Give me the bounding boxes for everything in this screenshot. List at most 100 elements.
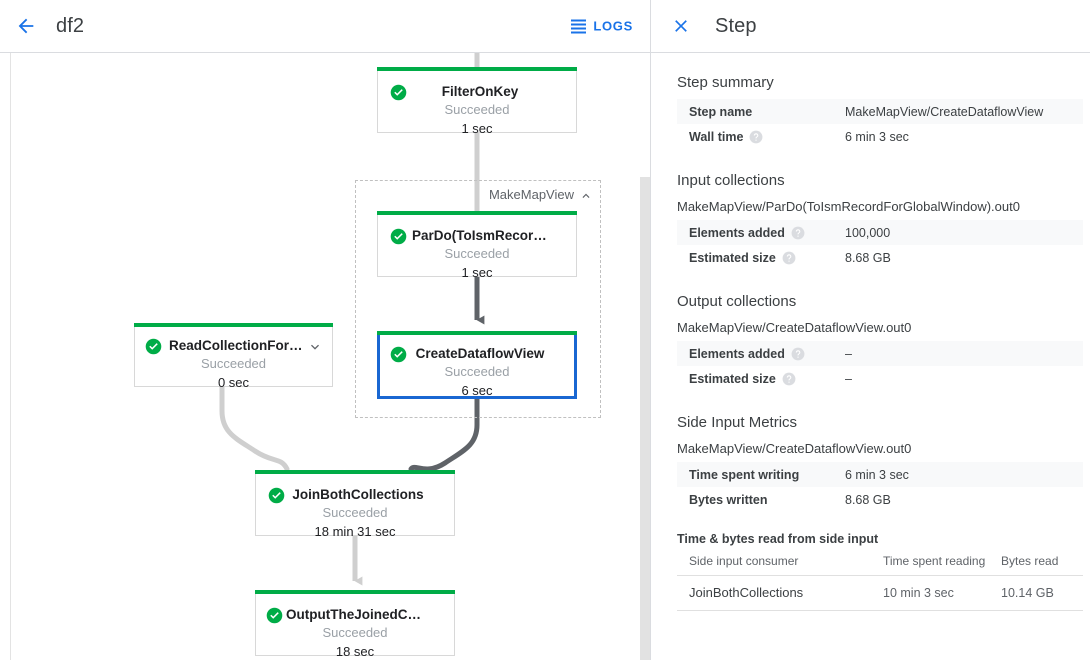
step-details-pane: Step Step summary Step name MakeMapView/… <box>651 0 1090 660</box>
logs-button[interactable]: LOGS <box>567 13 637 40</box>
row-value: 6 min 3 sec <box>845 467 909 482</box>
help-circle-icon[interactable] <box>782 372 796 386</box>
row-key: Bytes written <box>689 492 768 507</box>
row-value: 6 min 3 sec <box>845 129 909 144</box>
row-key: Step name <box>689 104 753 119</box>
step-panel-body: Step summary Step name MakeMapView/Creat… <box>651 53 1090 660</box>
table-row: Wall time 6 min 3 sec <box>677 124 1083 149</box>
side-input-metrics-table: Time spent writing 6 min 3 sec Bytes wri… <box>677 462 1083 512</box>
node-time: 18 sec <box>335 644 375 659</box>
node-status: Succeeded <box>322 625 388 640</box>
column-header-side-input-consumer: Side input consumer <box>677 548 883 576</box>
logs-button-label: LOGS <box>593 18 633 34</box>
node-status: Succeeded <box>322 505 388 520</box>
step-summary-heading: Step summary <box>677 74 774 91</box>
node-title: JoinBothCollections <box>292 487 424 502</box>
table-row: Step name MakeMapView/CreateDataflowView <box>677 99 1083 124</box>
check-circle-icon <box>266 607 283 624</box>
logs-hamburger-icon <box>571 19 587 33</box>
graph-node-filter-on-key[interactable]: FilterOnKey Succeeded 1 sec <box>377 67 577 136</box>
table-row: Elements added – <box>677 341 1083 366</box>
back-button[interactable] <box>6 6 46 46</box>
node-title: ParDo(ToIsmRecordFor… <box>412 228 576 243</box>
output-collections-heading: Output collections <box>677 293 797 310</box>
row-value: 100,000 <box>845 225 891 240</box>
help-circle-icon[interactable] <box>791 347 805 361</box>
help-circle-icon[interactable] <box>782 251 796 265</box>
table-row: Elements added 100,000 <box>677 220 1083 245</box>
composite-group-label[interactable]: MakeMapView <box>488 187 574 202</box>
side-input-read-table: Side input consumer Time spent reading B… <box>677 548 1083 611</box>
output-collection-name: MakeMapView/CreateDataflowView.out0 <box>677 320 912 335</box>
help-circle-icon[interactable] <box>791 226 805 240</box>
table-row: Estimated size 8.68 GB <box>677 245 1083 270</box>
node-title: ReadCollectionForJoin <box>169 338 317 353</box>
node-status-bar <box>377 211 577 215</box>
graph-node-create-dataflow-view[interactable]: CreateDataflowView Succeeded 6 sec <box>377 331 577 399</box>
graph-scrollbar-thumb[interactable] <box>640 177 650 660</box>
graph-node-join-both-collections[interactable]: JoinBothCollections Succeeded 18 min 31 … <box>255 470 455 539</box>
cell-side-input-consumer: JoinBothCollections <box>677 575 883 611</box>
row-key-label: Estimated size <box>689 371 776 386</box>
input-collections-heading: Input collections <box>677 172 785 189</box>
step-panel-title: Step <box>715 14 757 37</box>
row-key: Elements added <box>677 220 845 245</box>
node-title: CreateDataflowView <box>415 346 545 361</box>
node-status: Succeeded <box>200 356 267 371</box>
node-time: 6 sec <box>461 383 493 398</box>
node-time: 1 sec <box>461 265 493 280</box>
table-header-row: Side input consumer Time spent reading B… <box>677 548 1083 576</box>
table-row: Time spent writing 6 min 3 sec <box>677 462 1083 487</box>
column-header-time-spent-reading: Time spent reading <box>883 548 1001 576</box>
node-status-bar <box>134 323 333 327</box>
composite-group-makemapview[interactable]: MakeMapView <box>355 180 601 418</box>
row-key: Elements added <box>677 341 845 366</box>
node-time: 18 min 31 sec <box>314 524 396 539</box>
column-header-bytes-read: Bytes read <box>1001 548 1083 576</box>
table-row: JoinBothCollections 10 min 3 sec 10.14 G… <box>677 575 1083 611</box>
chevron-up-icon[interactable] <box>579 189 593 203</box>
side-input-metrics-heading: Side Input Metrics <box>677 414 798 431</box>
step-summary-table: Step name MakeMapView/CreateDataflowView… <box>677 99 1083 149</box>
row-value: 8.68 GB <box>845 250 891 265</box>
node-status-bar <box>377 67 577 71</box>
cell-time-spent-reading: 10 min 3 sec <box>883 575 1001 611</box>
graph-scrollbar[interactable] <box>639 53 650 660</box>
step-panel-header: Step <box>651 0 1090 53</box>
chevron-down-icon[interactable] <box>307 339 323 355</box>
node-time: 0 sec <box>217 375 250 390</box>
job-graph-canvas[interactable]: MakeMapView FilterOnKey Succeeded 1 sec <box>10 53 650 660</box>
row-key-label: Elements added <box>689 225 785 240</box>
node-title: OutputTheJoinedCollec… <box>286 607 452 622</box>
output-collections-table: Elements added – Estimated size – <box>677 341 1083 391</box>
row-key-label: Elements added <box>689 346 785 361</box>
row-key-label: Wall time <box>689 129 744 144</box>
check-circle-icon <box>390 228 407 245</box>
graph-node-output-the-joined-collec[interactable]: OutputTheJoinedCollec… Succeeded 18 sec <box>255 590 455 659</box>
row-key: Wall time <box>677 124 845 149</box>
side-input-read-heading: Time & bytes read from side input <box>677 532 879 546</box>
close-icon <box>675 20 687 32</box>
check-circle-icon <box>390 346 407 363</box>
table-row: Bytes written 8.68 GB <box>677 487 1083 512</box>
graph-node-pardo-toismrecordfor[interactable]: ParDo(ToIsmRecordFor… Succeeded 1 sec <box>377 211 577 280</box>
check-circle-icon <box>268 487 285 504</box>
close-button[interactable] <box>661 6 701 46</box>
help-circle-icon[interactable] <box>749 130 763 144</box>
left-toolbar: df2 LOGS <box>0 0 650 53</box>
node-status-bar <box>377 331 577 335</box>
row-key-label: Estimated size <box>689 250 776 265</box>
check-circle-icon <box>390 84 407 101</box>
node-status: Succeeded <box>444 246 510 261</box>
input-collection-name: MakeMapView/ParDo(ToIsmRecordForGlobalWi… <box>677 199 1020 214</box>
table-row: Estimated size – <box>677 366 1083 391</box>
side-input-collection-name: MakeMapView/CreateDataflowView.out0 <box>677 441 912 456</box>
node-status-bar <box>255 590 455 594</box>
node-status: Succeeded <box>444 364 510 379</box>
row-value: 8.68 GB <box>845 492 891 507</box>
job-title: df2 <box>56 14 85 37</box>
cell-bytes-read: 10.14 GB <box>1001 575 1083 611</box>
row-value: MakeMapView/CreateDataflowView <box>845 104 1044 119</box>
graph-node-read-collection-for-join[interactable]: ReadCollectionForJoin Succeeded 0 sec <box>134 323 333 390</box>
